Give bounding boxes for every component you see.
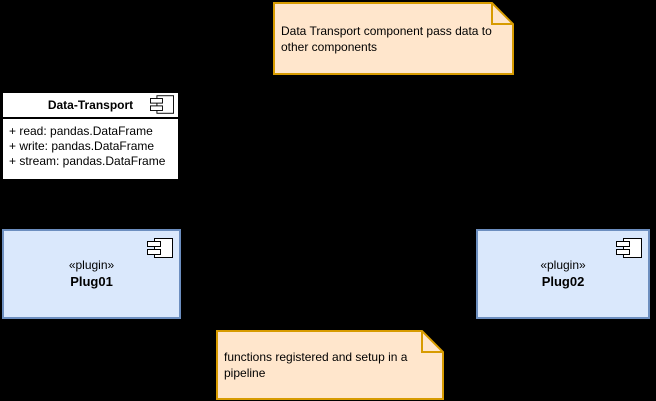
component-data-transport: Data-Transport + read: pandas.DataFrame …	[1, 91, 180, 181]
component-icon	[616, 238, 642, 261]
note-shape	[216, 330, 444, 400]
plugin-stereotype: «plugin»	[68, 258, 115, 272]
component-title: Data-Transport	[47, 98, 134, 112]
component-plug02: «plugin» Plug02	[476, 229, 650, 319]
component-icon	[150, 95, 174, 117]
note-pipeline: functions registered and setup in a pipe…	[216, 330, 444, 400]
note-shape	[273, 2, 514, 75]
component-plug01: «plugin» Plug01	[2, 229, 181, 319]
component-icon	[147, 238, 173, 261]
plugin-name: Plug02	[541, 274, 585, 289]
note-data-transport: Data Transport component pass data to ot…	[273, 2, 514, 75]
note-text: Data Transport component pass data to ot…	[281, 23, 492, 54]
component-attribute: + read: pandas.DataFrame	[9, 124, 153, 138]
component-attribute: + stream: pandas.DataFrame	[9, 154, 166, 168]
component-title-bar: Data-Transport	[3, 93, 178, 119]
component-attribute: + write: pandas.DataFrame	[9, 139, 155, 153]
attribute-list: + read: pandas.DataFrame + write: pandas…	[3, 119, 178, 169]
plugin-stereotype: «plugin»	[540, 258, 586, 272]
note-text: functions registered and setup in a pipe…	[224, 350, 408, 380]
plugin-name: Plug01	[70, 274, 113, 289]
